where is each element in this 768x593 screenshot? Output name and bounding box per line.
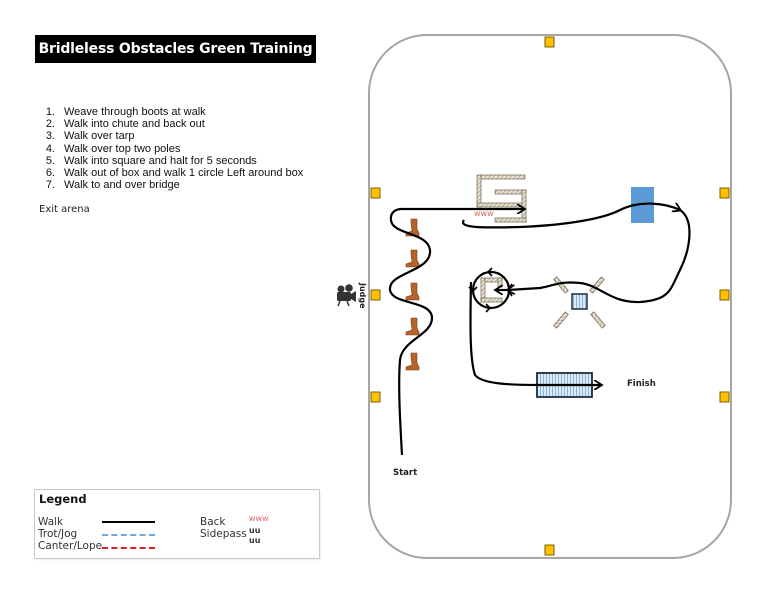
pole [521, 189, 527, 223]
legend-back-glyph: www [249, 514, 269, 523]
boots-obstacle [405, 218, 420, 371]
legend-sidepass-glyph: uu [249, 526, 261, 535]
marker-icon [370, 391, 381, 403]
halt-square [571, 293, 588, 310]
pole [494, 217, 527, 223]
movie-camera-icon [337, 284, 356, 307]
legend-sidepass-label: Sidepass [200, 528, 247, 540]
legend-back-label: Back [200, 516, 226, 528]
marker-icon [719, 391, 730, 403]
path-weave-and-chute [388, 209, 524, 456]
path-poles-to-box [508, 209, 691, 304]
list-item: 6.Walk out of box and walk 1 circle Left… [45, 167, 304, 180]
arena-markers [370, 36, 730, 556]
list-item: 7.Walk to and over bridge [45, 179, 180, 192]
cowboy-boot-icon [405, 218, 420, 237]
start-label: Start [393, 468, 417, 478]
list-item: 2.Walk into chute and back out [45, 118, 205, 131]
legend-canter-line [102, 547, 155, 549]
instruction-list: 1.Weave through boots at walk 2.Walk int… [40, 106, 303, 191]
marker-icon [719, 289, 730, 301]
poles-obstacle [553, 276, 606, 329]
cowboy-boot-icon [405, 249, 420, 268]
exit-instruction: Exit arena [39, 204, 90, 215]
walk-path [388, 202, 691, 456]
pole [478, 174, 526, 180]
legend-canter-label: Canter/Lope [38, 540, 103, 552]
list-item: 4.Walk over top two poles [45, 142, 181, 155]
marker-icon [370, 289, 381, 301]
finish-label: Finish [627, 379, 656, 389]
list-item: 1.Weave through boots at walk [45, 106, 206, 118]
page-title: Bridleless Obstacles Green Training [35, 35, 316, 63]
marker-icon [719, 187, 730, 199]
cowboy-boot-icon [405, 282, 420, 301]
pole [476, 174, 482, 208]
pole [494, 189, 527, 195]
list-item: 5.Walk into square and halt for 5 second… [45, 154, 257, 167]
circle-direction-arrows [468, 267, 513, 313]
cowboy-boot-icon [405, 352, 420, 371]
legend-walk-label: Walk [38, 516, 64, 528]
cowboy-boot-icon [405, 317, 420, 336]
pole [476, 202, 524, 208]
path-to-bridge [469, 281, 601, 385]
legend-sidepass-glyph: uu [249, 536, 261, 545]
marker-icon [544, 36, 555, 48]
list-item: 3.Walk over tarp [45, 130, 135, 143]
arena-border [368, 34, 732, 559]
judge-label: Judge [358, 282, 367, 309]
legend: Legend Walk Trot/Jog Canter/Lope Back ww… [34, 489, 320, 559]
path-tarp [461, 202, 680, 229]
legend-trot-line [102, 534, 155, 536]
legend-title: Legend [39, 492, 87, 506]
back-marker: www [474, 209, 494, 218]
legend-trot-label: Trot/Jog [38, 528, 78, 540]
tarp-obstacle [631, 187, 654, 223]
legend-walk-line [102, 521, 155, 523]
marker-icon [370, 187, 381, 199]
marker-icon [544, 544, 555, 556]
square-box-obstacle [480, 277, 503, 303]
